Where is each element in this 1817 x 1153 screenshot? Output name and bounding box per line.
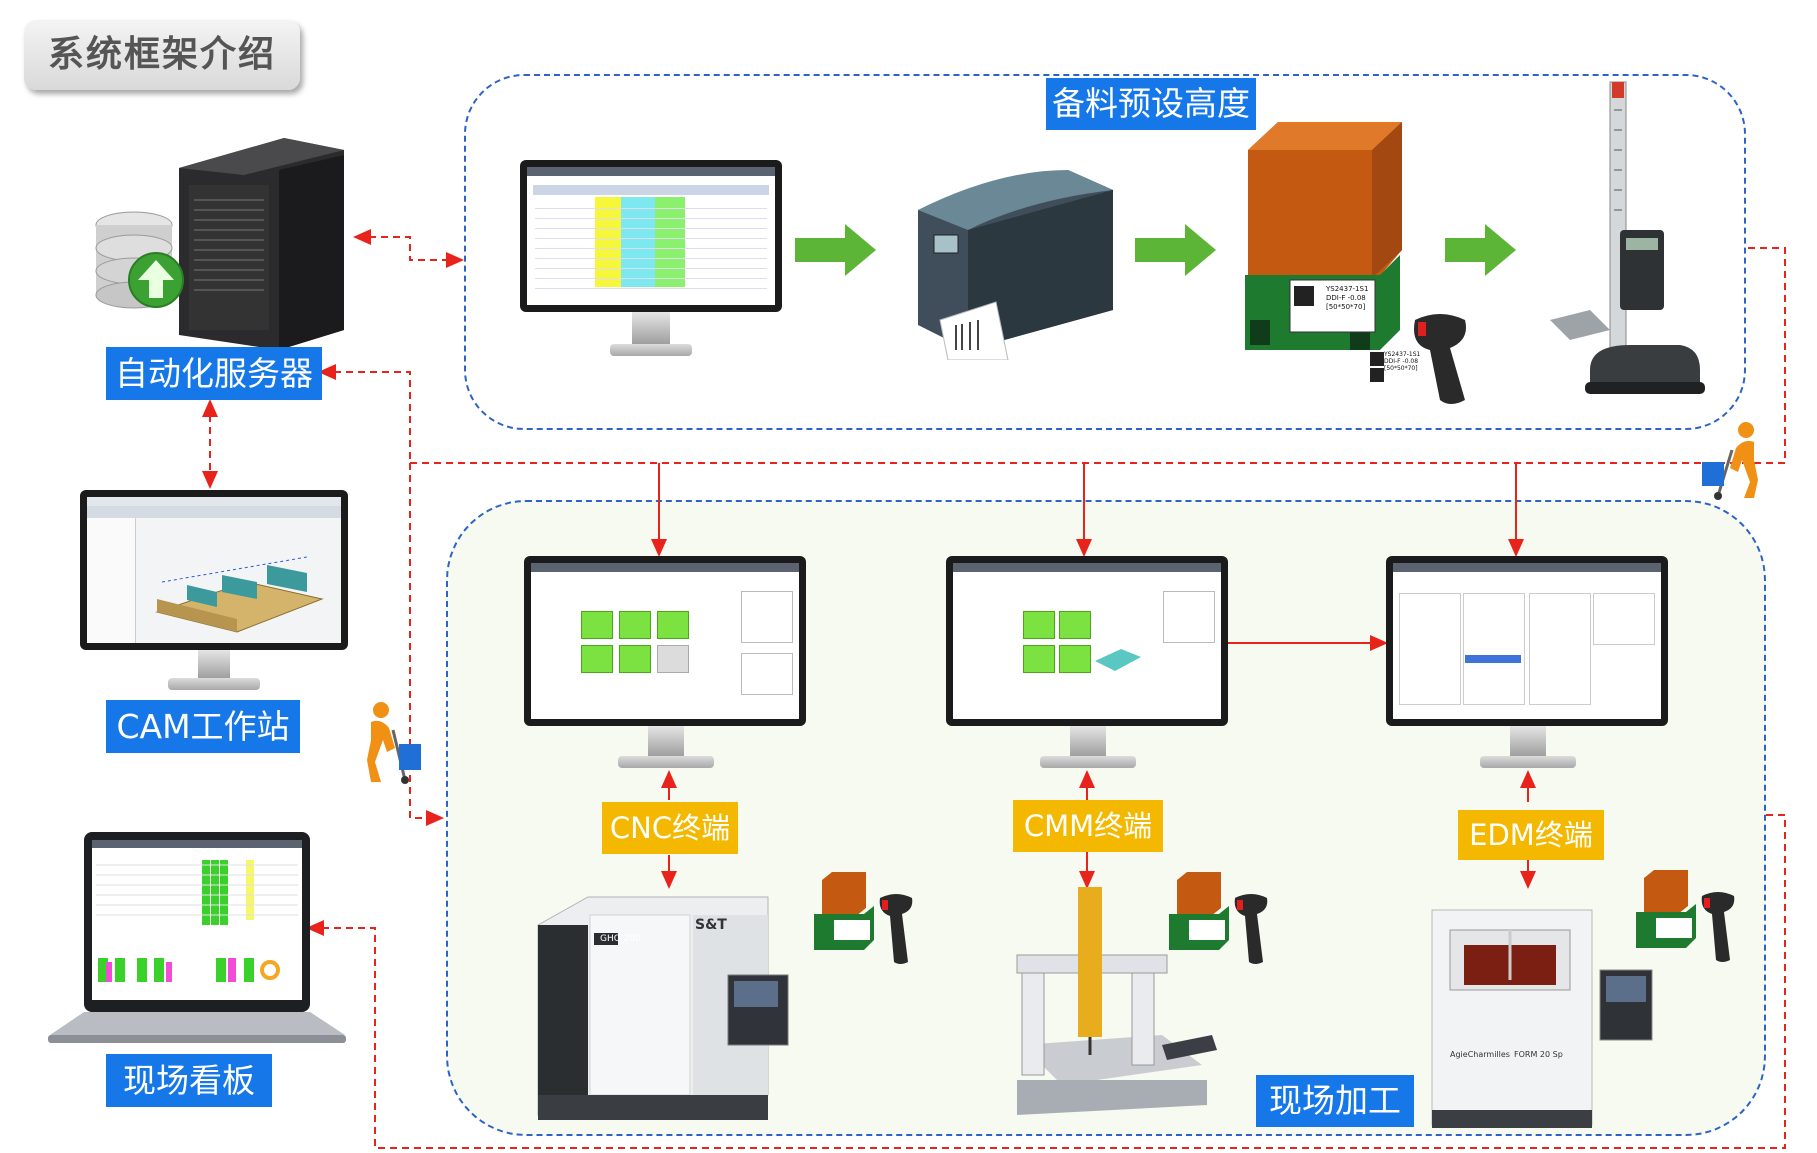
- worker-handtruck-icon: [1690, 420, 1770, 500]
- cmm-machine-icon: [1016, 887, 1217, 1115]
- flow-arrow-icon: [1135, 224, 1216, 276]
- cnc-machine-icon: [537, 896, 789, 1120]
- height-gauge-icon: [1550, 81, 1705, 394]
- kanban-laptop: [40, 830, 352, 1055]
- fixture-label-code: YS2437-1S1 DDI-F -0.08 [50*50*70]: [1326, 285, 1369, 311]
- flow-arrow-icon: [795, 224, 876, 276]
- worker-handtruck-icon: [355, 700, 435, 785]
- edm-monitor: [1386, 556, 1668, 776]
- prep-software-monitor: [520, 160, 782, 360]
- cmm-terminal-label: CMM终端: [1013, 800, 1163, 852]
- cnc-model-text: GHO 200: [600, 934, 641, 944]
- label-printer-icon: [918, 170, 1113, 360]
- onsite-label: 现场加工: [1256, 1075, 1414, 1127]
- server-label: 自动化服务器: [106, 347, 322, 400]
- workpiece-fixture-icon: [1245, 122, 1402, 350]
- edm-machine-icon: [1431, 909, 1653, 1128]
- cnc-monitor: [524, 556, 806, 776]
- page-title: 系统框架介绍: [24, 20, 300, 90]
- scanner-label-code: YS2437-1S1 DDI-F -0.08 [50*50*70]: [1384, 351, 1421, 372]
- workpiece-scanner-icon: [1169, 872, 1268, 964]
- workpiece-scanner-icon: [1636, 870, 1735, 962]
- cam-3d-part: [155, 556, 324, 633]
- cmm-monitor: [946, 556, 1228, 776]
- flow-arrow-icon: [1445, 224, 1516, 276]
- server-illustration: [94, 130, 344, 355]
- barcode-scanner-icon: [1370, 314, 1466, 404]
- workpiece-scanner-icon: [814, 872, 913, 964]
- cam-monitor: [80, 490, 348, 700]
- cnc-terminal-label: CNC终端: [602, 802, 738, 854]
- edm-brand-text: AgieCharmilles: [1450, 1050, 1510, 1059]
- cam-label: CAM工作站: [106, 700, 300, 753]
- prep-label: 备料预设高度: [1046, 78, 1256, 130]
- cnc-brand-text: S&T: [695, 917, 727, 933]
- kanban-label: 现场看板: [106, 1054, 272, 1107]
- edm-terminal-label: EDM终端: [1458, 810, 1604, 860]
- edm-model-text: FORM 20 Sp: [1514, 1050, 1563, 1059]
